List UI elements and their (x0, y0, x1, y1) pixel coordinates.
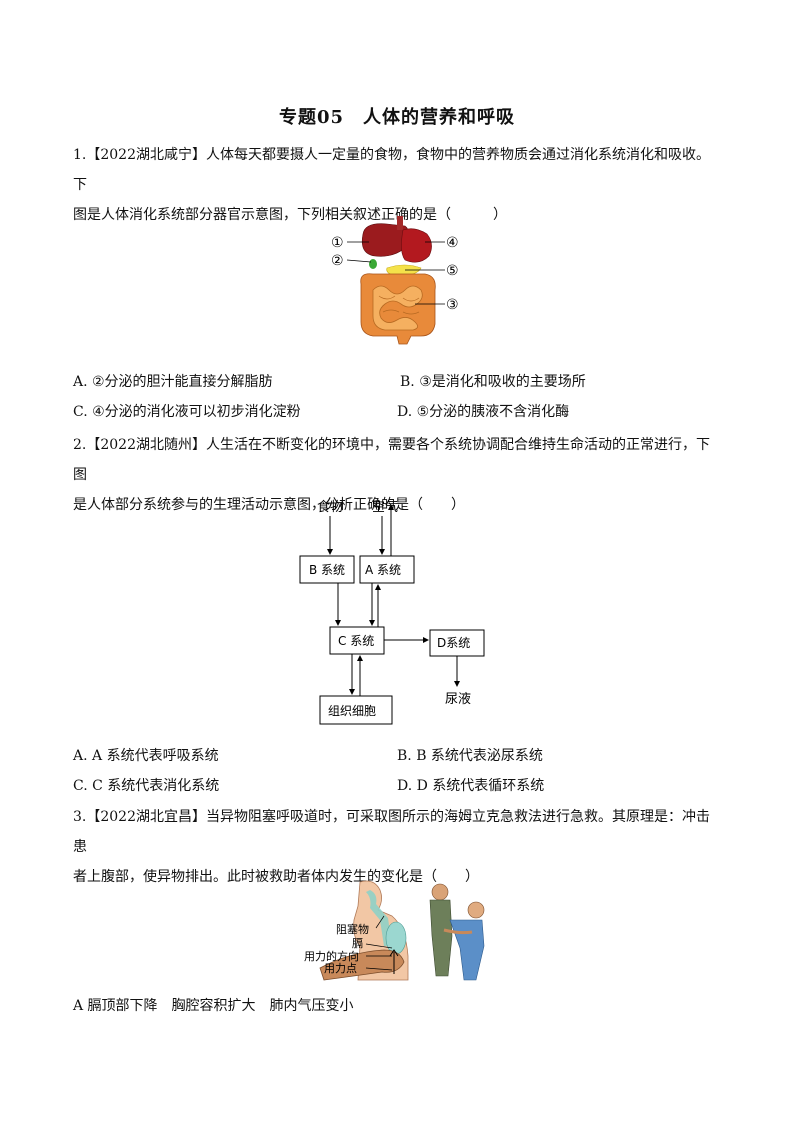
label-3: ③ (446, 297, 459, 313)
d-system-label: D系统 (437, 636, 470, 650)
system-flow-diagram: 食物 空气 B 系统 A 系统 C 系统 D系统 组织细胞 尿液 (299, 499, 485, 725)
small-intestine-shape (372, 285, 423, 331)
diaphragm-label: 膈 (352, 937, 363, 950)
rescuer-body (429, 899, 453, 977)
obstruction-label: 阻塞物 (336, 922, 369, 936)
question-2-stem: 2.【2022湖北随州】人生活在不断变化的环境中，需要各个系统协调配合维持生命活… (73, 430, 723, 520)
leader-diaphragm (365, 943, 393, 949)
box-b-system (299, 555, 355, 584)
q2-option-c: C. C 系统代表消化系统 (73, 778, 220, 794)
label-5: ⑤ (446, 263, 459, 279)
digestive-system-figure: ① ② ④ ⑤ ③ (331, 216, 459, 345)
leader-point (365, 967, 393, 971)
box-a-system (359, 555, 415, 584)
stomach-shape (401, 228, 432, 263)
label-1: ① (331, 235, 344, 251)
q2-option-a: A. A 系统代表呼吸系统 (73, 748, 219, 764)
q1-option-b: B. ③是消化和吸收的主要场所 (400, 374, 586, 390)
esophagus-shape (397, 216, 403, 230)
question-2-line-2: 是人体部分系统参与的生理活动示意图，分析正确的是（ ） (73, 497, 465, 513)
question-3-line-2: 者上腹部，使异物排出。此时被救助者体内发生的变化是（ ） (73, 869, 479, 885)
large-intestine-shape (360, 273, 436, 345)
q1-option-c: C. ④分泌的消化液可以初步消化淀粉 (73, 404, 301, 420)
a-system-label: A 系统 (365, 563, 401, 577)
intestine-coil-lines (378, 295, 420, 315)
food-label: 食物 (317, 499, 343, 515)
urine-label: 尿液 (445, 692, 471, 707)
label-2: ② (331, 253, 344, 269)
b-system-label: B 系统 (309, 563, 345, 577)
rescuer-arm (319, 949, 405, 981)
tissue-cells-label: 组织细胞 (328, 704, 376, 718)
q1-option-d: D. ⑤分泌的胰液不含消化酶 (397, 404, 570, 420)
patient-head (467, 901, 485, 919)
q2-option-b: B. B 系统代表泌尿系统 (397, 748, 543, 764)
q3-option-a: A 膈顶部下降 胸腔容积扩大 肺内气压变小 (73, 998, 354, 1014)
air-label: 空气 (372, 499, 398, 515)
label-4: ④ (446, 235, 459, 251)
question-3-line-1: 3.【2022湖北宜昌】当异物阻塞呼吸道时，可采取图所示的海姆立克急救法进行急救… (73, 809, 710, 855)
box-d-system (429, 629, 485, 657)
question-2-line-1: 2.【2022湖北随州】人生活在不断变化的环境中，需要各个系统协调配合维持生命活… (73, 437, 710, 483)
direction-label: 用力的方向 (304, 949, 359, 963)
q2-option-d: D. D 系统代表循环系统 (397, 778, 545, 794)
leader-line-2 (346, 259, 372, 263)
question-3-stem: 3.【2022湖北宜昌】当异物阻塞呼吸道时，可采取图所示的海姆立克急救法进行急救… (73, 802, 723, 892)
c-system-label: C 系统 (338, 634, 374, 648)
gallbladder-shape (369, 259, 377, 269)
q1-option-a: A. ②分泌的胆汁能直接分解脂肪 (73, 374, 273, 390)
page-title: 专题05 人体的营养和呼吸 (278, 107, 516, 128)
lung-shape (385, 921, 407, 955)
question-1-line-1: 1.【2022湖北咸宁】人体每天都要摄人一定量的食物，食物中的营养物质会通过消化… (73, 147, 710, 193)
force-arrow (389, 949, 399, 974)
heimlich-figure: 阻塞物 膈 用力的方向 用力点 (304, 880, 485, 981)
rescuer-hands (443, 928, 473, 935)
point-label: 用力点 (324, 962, 357, 975)
rescuer-head (431, 883, 449, 901)
airway-shape (366, 890, 392, 946)
patient-body (449, 919, 485, 981)
leader-obstruction (375, 915, 385, 929)
box-tissue-cells (319, 695, 393, 725)
